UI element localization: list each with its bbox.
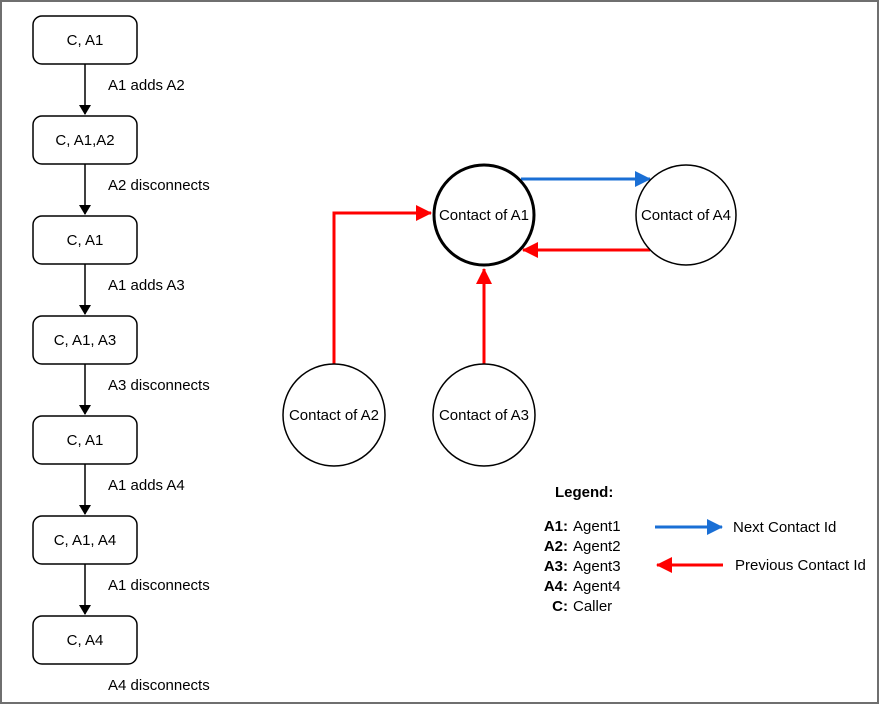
contact-node-a3-label: Contact of A3 <box>439 407 529 424</box>
legend-entry-a2: A2: Agent2 <box>544 538 621 555</box>
contact-node-a4-label: Contact of A4 <box>641 207 731 224</box>
flow-node-6: C, A1, A4 <box>32 515 138 565</box>
flow-transition-label-4: A3 disconnects <box>108 377 210 394</box>
contact-node-a2: Contact of A2 <box>282 363 386 467</box>
legend-previous-label: Previous Contact Id <box>735 557 866 574</box>
legend-entry-key: A4: <box>544 578 568 595</box>
previous-contact-edge-a2-to-a1 <box>332 205 432 364</box>
legend-entry-value: Agent2 <box>573 538 621 555</box>
flow-node-5: C, A1 <box>32 415 138 465</box>
legend-entry-a4: A4: Agent4 <box>544 578 621 595</box>
flow-node-label: C, A1 <box>67 432 104 449</box>
flow-node-7: C, A4 <box>32 615 138 665</box>
call-state-flow: C, A1 A1 adds A2 C, A1,A2 A2 disconnects… <box>32 15 210 694</box>
contact-node-a1-circle <box>432 163 536 267</box>
contact-node-a4-circle <box>635 164 737 266</box>
flow-transition-label-2: A2 disconnects <box>108 177 210 194</box>
flow-transition-label-3: A1 adds A3 <box>108 277 185 294</box>
contact-graph: Contact of A1 Contact of A4 Contact of A… <box>282 163 737 467</box>
flow-transition-label-1: A1 adds A2 <box>108 77 185 94</box>
legend-entry-value: Agent4 <box>573 578 621 595</box>
flow-node-label: C, A1 <box>67 32 104 49</box>
legend-entry-value: Agent1 <box>573 518 621 535</box>
legend-entry-key: C: <box>552 598 568 615</box>
legend-entry-value: Caller <box>573 598 612 615</box>
flow-node-1: C, A1 <box>32 15 138 65</box>
legend-entry-c: C: Caller <box>552 598 612 615</box>
legend-title: Legend: <box>555 484 613 501</box>
legend-entry-key: A1: <box>544 518 568 535</box>
flow-node-label: C, A1, A4 <box>54 532 117 549</box>
contact-node-a1-label: Contact of A1 <box>439 207 529 224</box>
flow-transition-label-6: A1 disconnects <box>108 577 210 594</box>
legend-entry-value: Agent3 <box>573 558 621 575</box>
legend-entry-key: A2: <box>544 538 568 555</box>
flow-node-4: C, A1, A3 <box>32 315 138 365</box>
contact-node-a4: Contact of A4 <box>635 164 737 266</box>
legend: Legend: A1: Agent1 A2: Agent2 A3: Agent3… <box>544 484 866 615</box>
contact-node-a2-circle <box>282 363 386 467</box>
legend-entry-a3: A3: Agent3 <box>544 558 621 575</box>
flow-node-label: C, A4 <box>67 632 104 649</box>
contact-node-a3: Contact of A3 <box>432 363 536 467</box>
flow-node-box <box>32 615 138 665</box>
contact-node-a1: Contact of A1 <box>432 163 536 267</box>
flow-node-label: C, A1,A2 <box>55 132 114 149</box>
legend-entry-a1: A1: Agent1 <box>544 518 621 535</box>
contact-node-a2-label: Contact of A2 <box>289 407 379 424</box>
legend-next-label: Next Contact Id <box>733 519 836 536</box>
flow-node-label: C, A1 <box>67 232 104 249</box>
flow-node-2: C, A1,A2 <box>32 115 138 165</box>
flow-transition-label-7: A4 disconnects <box>108 677 210 694</box>
contact-node-a3-circle <box>432 363 536 467</box>
flow-transition-label-5: A1 adds A4 <box>108 477 185 494</box>
flow-node-label: C, A1, A3 <box>54 332 117 349</box>
flow-node-3: C, A1 <box>32 215 138 265</box>
legend-entry-key: A3: <box>544 558 568 575</box>
